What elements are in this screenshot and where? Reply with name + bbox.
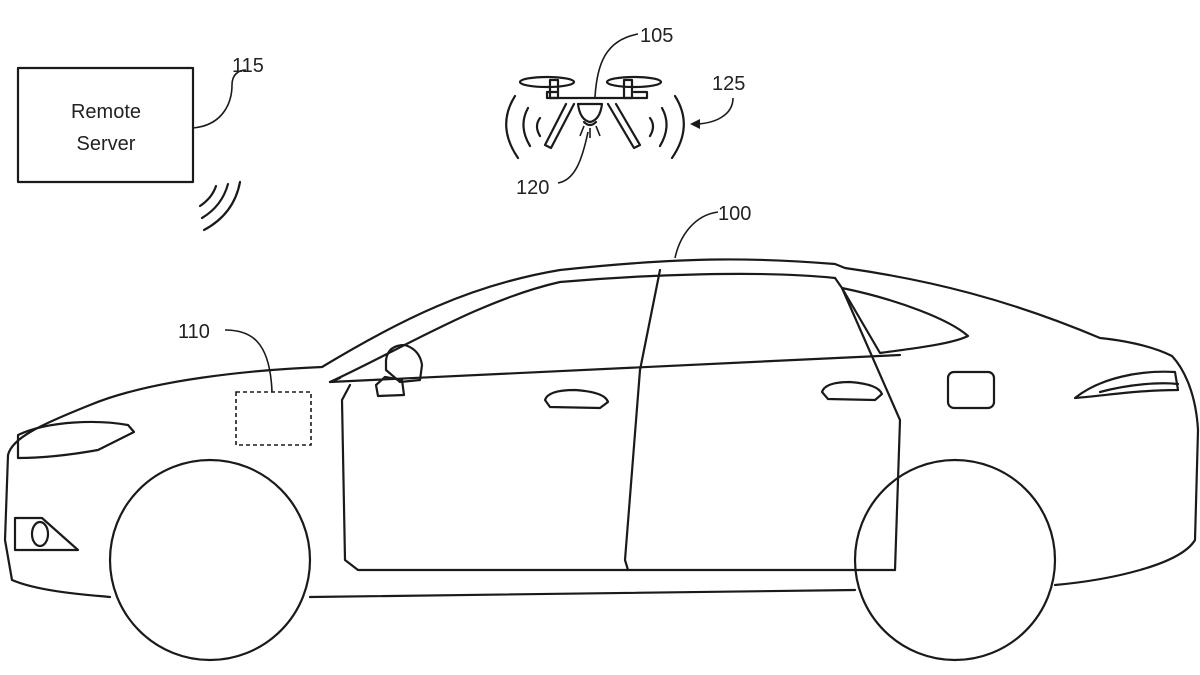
ref-115-label: 115 xyxy=(232,55,264,77)
ref-110-label: 110 xyxy=(178,321,210,343)
vehicle-body xyxy=(3,258,1200,599)
ref-100-label: 100 xyxy=(718,203,751,225)
ref-125-arrowhead xyxy=(690,119,700,129)
ref-105-leader xyxy=(594,33,639,98)
ref-100-leader xyxy=(674,211,719,259)
ref-110-leader xyxy=(224,329,273,393)
ref-115-leader xyxy=(192,69,247,129)
remote-server-box: Remote Server xyxy=(16,66,195,184)
ref-120-leader xyxy=(557,131,589,184)
rear-wheel xyxy=(853,458,1057,662)
ref-105-label: 105 xyxy=(640,25,673,47)
ref-120-label: 120 xyxy=(516,177,549,199)
drone-icon xyxy=(518,75,663,150)
remote-server-label-line1: Remote xyxy=(71,101,141,123)
server-wireless-icon xyxy=(198,180,242,232)
drone-signal-waves-icon xyxy=(505,94,685,160)
vehicle-computer-dashed-box xyxy=(235,391,312,446)
ref-125-label: 125 xyxy=(712,73,745,95)
front-wheel xyxy=(108,458,312,662)
remote-server-label-line2: Server xyxy=(77,133,136,155)
